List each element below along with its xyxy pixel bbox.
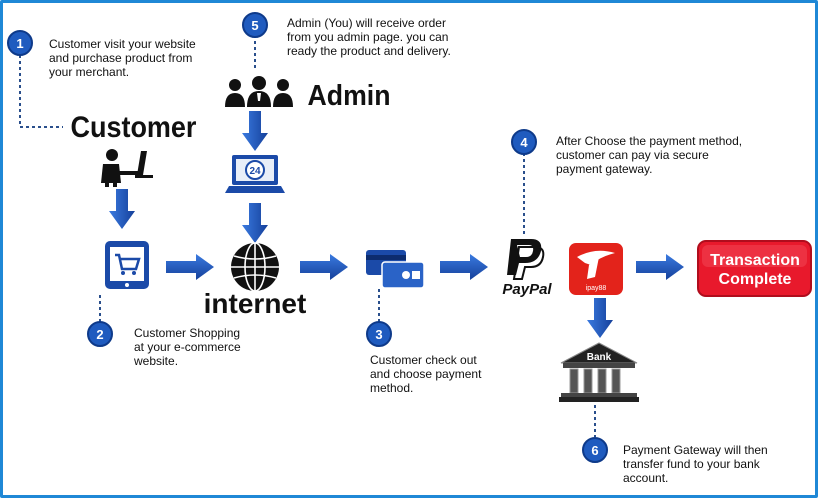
svg-text:3: 3 <box>375 327 382 342</box>
svg-text:4: 4 <box>520 135 528 150</box>
svg-text:Transaction: Transaction <box>710 252 800 269</box>
arrow-tablet-to-internet <box>166 254 214 280</box>
arrow-cards-to-paypal <box>440 254 488 280</box>
step-badge-4: 4 <box>511 129 537 155</box>
internet-label: internet <box>204 288 307 319</box>
svg-text:5: 5 <box>251 18 258 33</box>
arrow-ipay-to-transaction <box>636 254 684 280</box>
paypal-label: PayPal <box>502 281 552 298</box>
admin-group-icon <box>225 76 293 107</box>
step-1-text: Customer visit your website and purchase… <box>49 37 196 79</box>
bank-building-icon: Bank <box>559 342 639 402</box>
shopping-cart-tablet-icon <box>105 241 149 289</box>
arrow-admin-to-laptop <box>242 111 268 151</box>
globe-icon <box>231 242 279 292</box>
laptop-24h-icon: 24 <box>225 155 285 193</box>
admin-label: Admin <box>308 79 391 111</box>
step-5-text: Admin (You) will receive order from you … <box>287 16 451 58</box>
step-badge-1: 1 <box>7 30 33 56</box>
step-6-text: Payment Gateway will then transfer fund … <box>623 443 768 485</box>
step-2-text: Customer Shopping at your e-commerce web… <box>134 326 241 368</box>
step-badge-5: 5 <box>242 12 268 38</box>
step-badge-2: 2 <box>87 321 113 347</box>
arrow-laptop-to-internet <box>242 203 268 243</box>
arrow-ipay-to-bank <box>587 298 613 338</box>
svg-text:Complete: Complete <box>719 271 792 288</box>
svg-text:1: 1 <box>16 36 23 51</box>
step-badge-6: 6 <box>582 437 608 463</box>
svg-text:2: 2 <box>96 327 103 342</box>
svg-text:6: 6 <box>591 443 598 458</box>
svg-text:ipay88: ipay88 <box>586 285 607 292</box>
connector-step1 <box>19 55 63 128</box>
person-at-computer-icon <box>101 149 153 187</box>
step-4-text: After Choose the payment method, custome… <box>556 134 743 176</box>
svg-text:24: 24 <box>249 166 261 177</box>
paypal-logo-icon <box>507 239 545 280</box>
step-3-text: Customer check out and choose payment me… <box>370 353 482 395</box>
dotted-connectors <box>19 35 596 437</box>
flow-diagram: 1 5 4 2 3 6 Customer Admin <box>7 12 812 463</box>
ipay88-logo-icon: ipay88 <box>569 243 623 295</box>
svg-text:Bank: Bank <box>587 352 612 363</box>
transaction-complete-badge: Transaction Complete <box>697 240 812 297</box>
step-badge-3: 3 <box>366 321 392 347</box>
customer-label: Customer <box>71 111 197 145</box>
arrow-customer-to-tablet <box>109 189 135 229</box>
payment-cards-icon <box>366 250 425 289</box>
arrow-internet-to-cards <box>300 254 348 280</box>
